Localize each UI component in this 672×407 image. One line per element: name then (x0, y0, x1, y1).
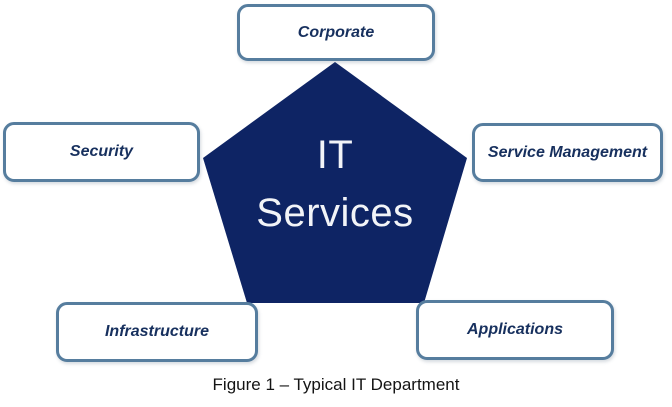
figure-caption: Figure 1 – Typical IT Department (212, 375, 460, 394)
node-security: Security (3, 122, 200, 182)
node-security-label: Security (69, 143, 134, 160)
node-infrastructure: Infrastructure (56, 302, 258, 362)
node-infrastructure-label: Infrastructure (104, 323, 210, 340)
node-applications: Applications (416, 300, 614, 360)
pentagon-polygon (203, 62, 467, 303)
center-label: IT Services (215, 126, 455, 242)
node-corporate: Corporate (237, 4, 435, 61)
center-label-line2: Services (256, 191, 414, 235)
node-service-management-label: Service Management (487, 143, 648, 161)
node-applications-label: Applications (466, 321, 563, 338)
node-corporate-label: Corporate (297, 23, 375, 41)
node-service-management: Service Management (472, 123, 663, 182)
center-label-line1: IT (316, 133, 354, 177)
